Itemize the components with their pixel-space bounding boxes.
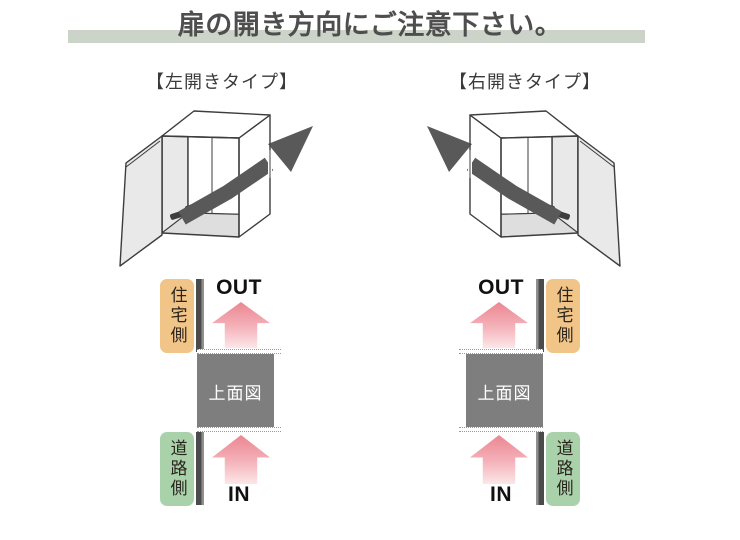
in-arrow-up-icon — [212, 435, 270, 484]
out-label: OUT — [478, 276, 524, 299]
road-side-badge: 道路側 — [546, 432, 580, 506]
open-door-bar-bottom — [536, 432, 544, 505]
exit-arrow-band — [178, 157, 274, 225]
door-swing-dashes-bottom — [197, 427, 281, 432]
out-arrow-up-icon — [470, 302, 528, 348]
door-swing-dashes-bottom — [459, 427, 543, 432]
door-swing-dashes-top — [459, 349, 543, 354]
door-swing-dashes-top — [197, 349, 281, 354]
in-label: IN — [490, 483, 512, 506]
open-door-bar-bottom — [196, 432, 204, 505]
out-arrow-up-icon — [212, 302, 270, 348]
top-view-square: 上面図 — [466, 354, 543, 428]
left-open-subtitle: 【左開きタイプ】 — [146, 72, 298, 92]
exit-arrow-head — [268, 126, 313, 172]
in-label: IN — [228, 483, 250, 506]
open-door-bar-top — [536, 279, 544, 352]
house-side-badge: 住宅側 — [546, 279, 580, 353]
title-underline-bar — [68, 30, 645, 43]
house-side-badge: 住宅側 — [160, 279, 194, 353]
page-title: 扉の開き方向にご注意下さい。 — [177, 10, 563, 40]
top-view-square: 上面図 — [197, 354, 274, 428]
open-door-bar-top — [196, 279, 204, 352]
left-open-box-illustration — [119, 110, 313, 267]
right-open-box-illustration — [408, 100, 648, 270]
box-back-wall — [187, 136, 239, 216]
right-open-subtitle: 【右開きタイプ】 — [449, 72, 601, 92]
open-door — [119, 135, 163, 267]
out-label: OUT — [216, 276, 262, 299]
in-arrow-up-icon — [470, 435, 528, 484]
road-side-badge: 道路側 — [160, 432, 194, 506]
